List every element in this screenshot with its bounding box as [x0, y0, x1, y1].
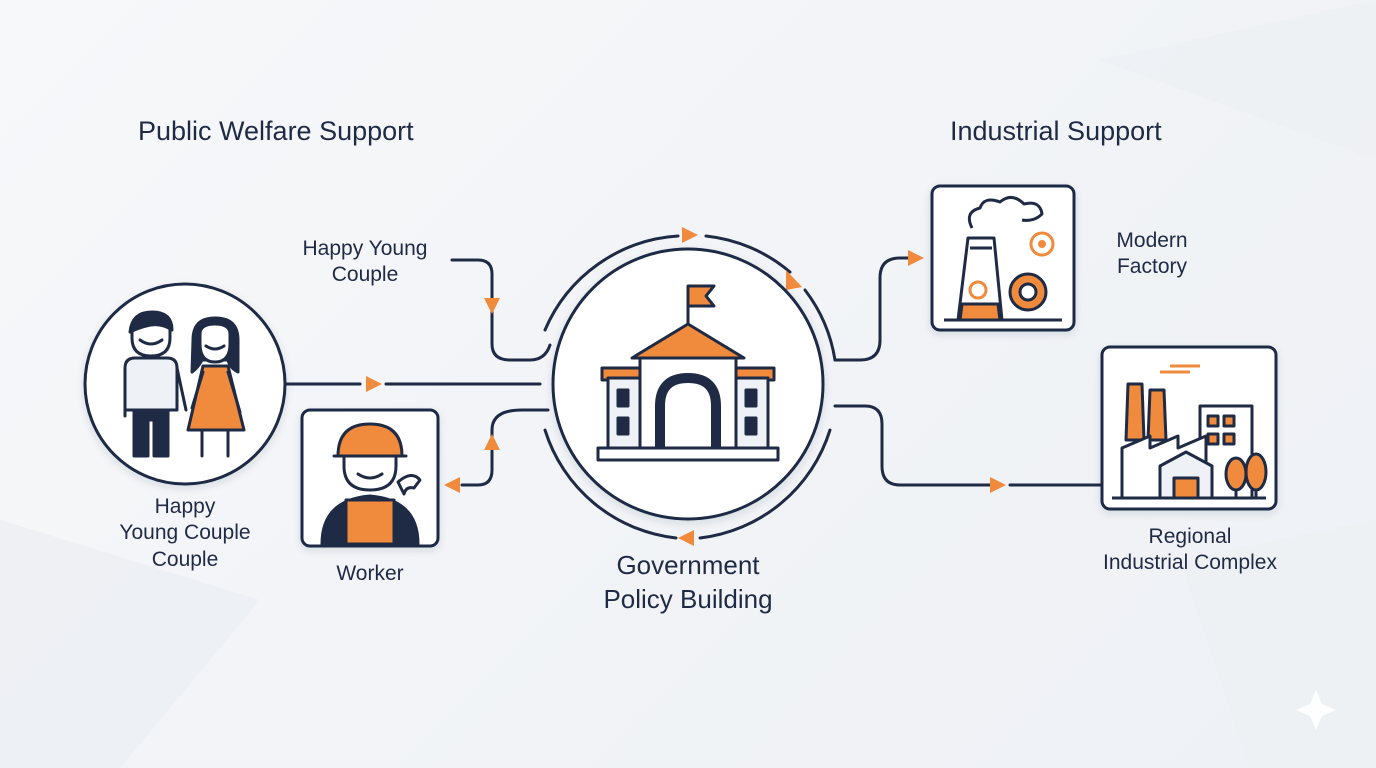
- arrow-orbit-right: [786, 270, 802, 290]
- arrow-left: [444, 477, 460, 493]
- worker-icon: [320, 422, 422, 546]
- government-to-factory-line: [833, 256, 910, 362]
- arrow-right: [366, 376, 382, 392]
- arrow-down: [484, 298, 500, 314]
- arrow-orbit-top: [682, 227, 698, 243]
- government-to-worker-line: [460, 408, 550, 487]
- government-to-complex-line: [833, 404, 1102, 487]
- government-orbit-bottom-left: [543, 428, 678, 540]
- arrow-up: [484, 434, 500, 450]
- government-orbit-bottom: [698, 428, 832, 540]
- industrial-support-heading: Industrial Support: [950, 116, 1162, 146]
- worker-label: Worker: [336, 562, 404, 585]
- couple-top-label: Happy Young Couple: [302, 237, 428, 287]
- industrial-complex-icon: [1112, 364, 1268, 500]
- arrow-to-factory: [908, 250, 924, 266]
- public-welfare-heading: Public Welfare Support: [138, 116, 414, 146]
- government-label: Government Policy Building: [603, 550, 773, 614]
- arrow-heads: [366, 227, 1006, 546]
- couple-icon: [123, 310, 246, 458]
- couple-label-to-government-line: [450, 258, 552, 362]
- complex-label: Regional Industrial Complex: [1103, 525, 1277, 575]
- factory-icon: [944, 196, 1062, 322]
- government-orbit-top: [543, 234, 680, 332]
- factory-label: Modern Factory: [1116, 229, 1188, 279]
- government-building-icon: [596, 284, 780, 462]
- government-orbit-top-right: [704, 234, 792, 274]
- arrow-to-complex: [990, 477, 1006, 493]
- couple-node: [83, 282, 287, 486]
- couple-label: Happy Young Couple Couple: [119, 495, 251, 571]
- arrow-orbit-bottom: [678, 530, 694, 546]
- government-orbit-right: [803, 288, 837, 362]
